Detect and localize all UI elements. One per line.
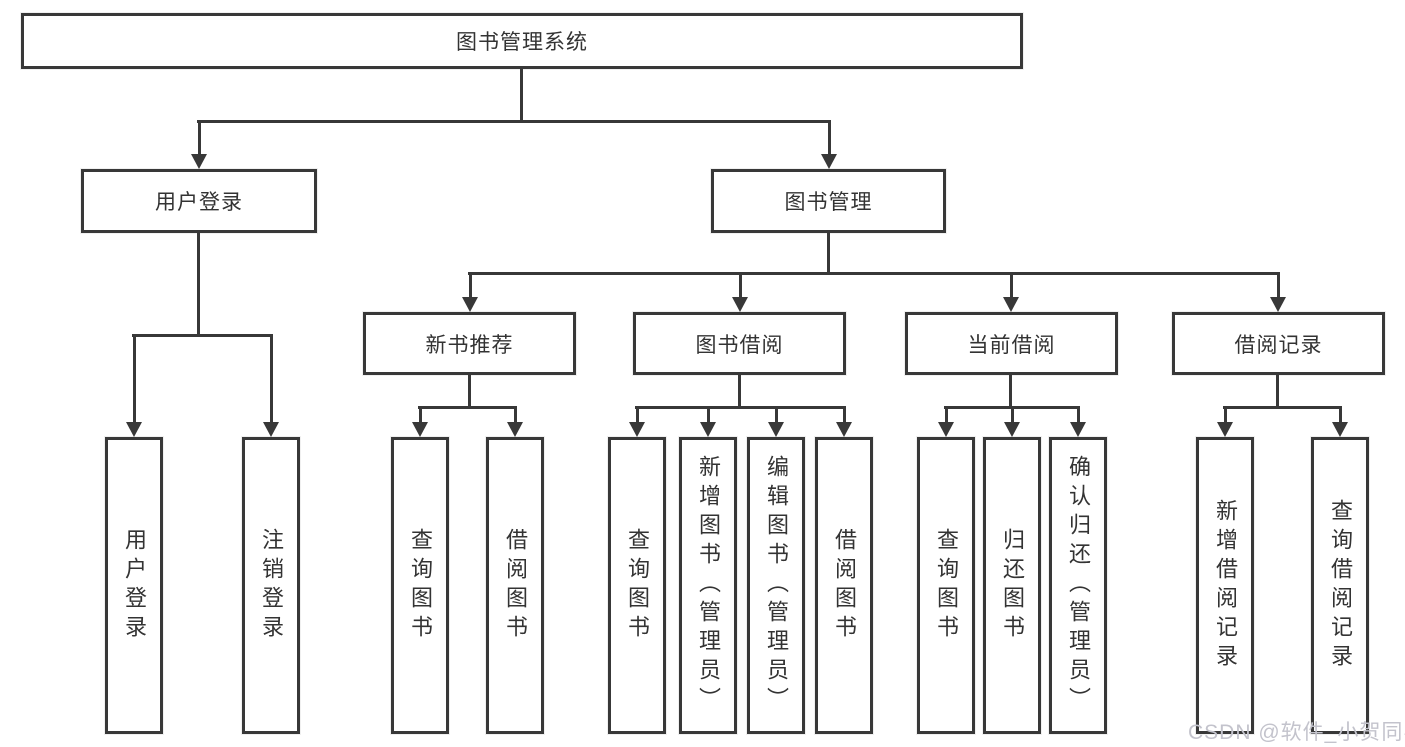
node-user-login: 用户登录 [81, 169, 317, 233]
node-book-management: 图书管理 [711, 169, 946, 233]
arrow-current-query [938, 406, 954, 437]
connector-recommend-stem [468, 375, 471, 409]
arrow-recommend-borrow [507, 406, 523, 437]
arrow-borrow-query [629, 406, 645, 437]
connector-borrow-stem [738, 375, 741, 409]
leaf-confirm-return-admin: 确认归还（管理员） [1049, 437, 1107, 734]
arrow-to-new-book-recommend [462, 272, 478, 312]
arrow-to-borrow-records [1270, 272, 1286, 312]
leaf-edit-books-admin: 编辑图书（管理员） [747, 437, 805, 734]
leaf-logout-label: 注销登录 [259, 527, 284, 644]
leaf-return-books-label: 归还图书 [1000, 527, 1025, 644]
leaf-current-query-books-label: 查询图书 [934, 527, 959, 644]
leaf-logout: 注销登录 [242, 437, 300, 734]
leaf-edit-books-admin-label: 编辑图书（管理员） [764, 455, 789, 716]
connector-records-rail [1223, 406, 1342, 409]
arrow-to-leaf-logout [263, 334, 279, 437]
leaf-user-login-label: 用户登录 [122, 527, 147, 644]
arrow-records-query [1332, 406, 1348, 437]
leaf-borrow-query-books-label: 查询图书 [625, 527, 650, 644]
node-book-borrow: 图书借阅 [633, 312, 846, 375]
leaf-user-login: 用户登录 [105, 437, 163, 734]
connector-current-stem [1009, 375, 1012, 409]
node-new-book-recommend: 新书推荐 [363, 312, 576, 375]
arrow-borrow-edit [768, 406, 784, 437]
arrow-current-confirm [1070, 406, 1086, 437]
arrow-to-current-borrow [1003, 272, 1019, 312]
leaf-recommend-borrow-books-label: 借阅图书 [503, 527, 528, 644]
leaf-confirm-return-admin-label: 确认归还（管理员） [1066, 455, 1091, 716]
arrow-to-user-login [191, 120, 207, 169]
leaf-recommend-query-books-label: 查询图书 [408, 527, 433, 644]
arrow-borrow-add [700, 406, 716, 437]
leaf-borrow-borrow-books: 借阅图书 [815, 437, 873, 734]
leaf-recommend-query-books: 查询图书 [391, 437, 449, 734]
csdn-watermark: CSDN @软件_小贺同学 [1188, 721, 1405, 744]
node-borrow-records: 借阅记录 [1172, 312, 1385, 375]
arrow-to-leaf-user-login [126, 334, 142, 437]
arrow-current-return [1004, 406, 1020, 437]
arrow-borrow-borrow [836, 406, 852, 437]
leaf-borrow-query-books: 查询图书 [608, 437, 666, 734]
leaf-borrow-borrow-books-label: 借阅图书 [832, 527, 857, 644]
leaf-add-books-admin: 新增图书（管理员） [679, 437, 737, 734]
connector-root-stem [520, 69, 523, 123]
leaf-add-books-admin-label: 新增图书（管理员） [696, 455, 721, 716]
connector-level2-rail [197, 120, 831, 123]
arrow-to-book-borrow [732, 272, 748, 312]
connector-records-stem [1276, 375, 1279, 409]
node-library-system: 图书管理系统 [21, 13, 1023, 69]
leaf-add-borrow-record: 新增借阅记录 [1196, 437, 1254, 734]
leaf-query-borrow-record-label: 查询借阅记录 [1328, 498, 1353, 673]
arrow-to-book-management [821, 120, 837, 169]
connector-user-login-stem [197, 233, 200, 337]
arrow-recommend-query [412, 406, 428, 437]
leaf-query-borrow-record: 查询借阅记录 [1311, 437, 1369, 734]
arrow-records-add [1217, 406, 1233, 437]
connector-recommend-rail [418, 406, 517, 409]
connector-user-login-rail [132, 334, 273, 337]
leaf-recommend-borrow-books: 借阅图书 [486, 437, 544, 734]
leaf-return-books: 归还图书 [983, 437, 1041, 734]
leaf-add-borrow-record-label: 新增借阅记录 [1213, 498, 1238, 673]
connector-book-mgmt-stem [827, 233, 830, 275]
connector-borrow-rail [635, 406, 846, 409]
leaf-current-query-books: 查询图书 [917, 437, 975, 734]
connector-level3-rail [468, 272, 1279, 275]
node-current-borrow: 当前借阅 [905, 312, 1118, 375]
